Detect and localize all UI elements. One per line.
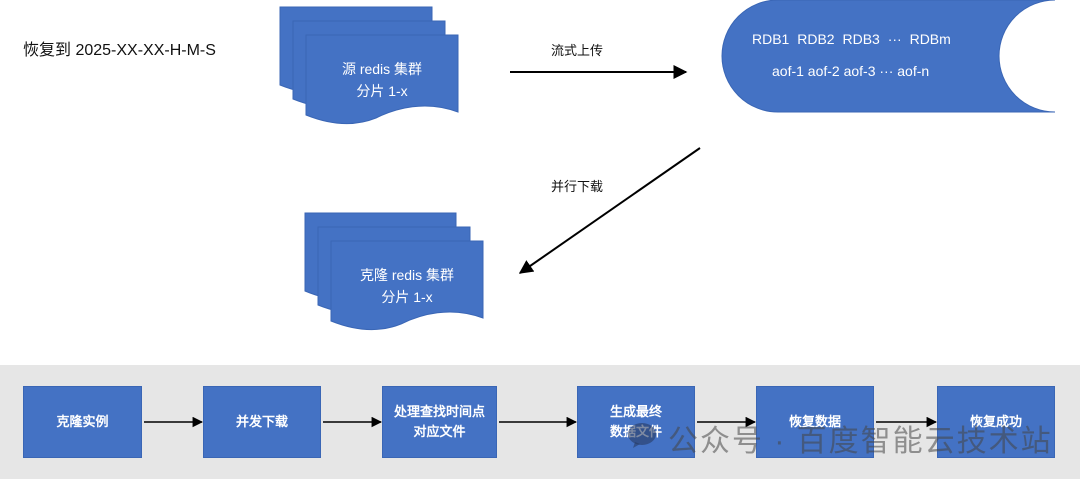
step-2-label: 并发下载 xyxy=(235,414,288,429)
step-6-label: 恢复成功 xyxy=(969,414,1022,429)
source-cluster-stack xyxy=(279,6,459,124)
step-restore-data: 恢复数据 xyxy=(756,386,874,458)
source-cluster-label: 源 redis 集群 分片 1-x xyxy=(306,58,458,102)
upload-edge-label: 流式上传 xyxy=(551,43,604,58)
step-5-label: 恢复数据 xyxy=(788,414,841,429)
step-4-label-line1: 生成最终 xyxy=(609,404,662,419)
backup-storage-shape xyxy=(721,0,1056,113)
download-edge-label: 并行下载 xyxy=(551,179,604,194)
step-1-label: 克隆实例 xyxy=(56,414,109,429)
clone-cluster-label: 克隆 redis 集群 分片 1-x xyxy=(331,264,483,308)
source-cluster-line1: 源 redis 集群 xyxy=(341,61,423,77)
clone-cluster-line1: 克隆 redis 集群 xyxy=(359,267,455,283)
storage-rdb-row: RDB1 RDB2 RDB3 ··· RDBm xyxy=(752,31,951,47)
clone-cluster-stack xyxy=(304,212,484,330)
step-restore-success: 恢复成功 xyxy=(937,386,1055,458)
step-parallel-download: 并发下载 xyxy=(203,386,321,458)
source-doc-shape-front xyxy=(305,34,459,124)
clone-cluster-line2: 分片 1-x xyxy=(381,289,433,305)
wechat-icon xyxy=(628,423,656,448)
restore-target-label: 恢复到 2025-XX-XX-H-M-S xyxy=(23,42,216,59)
source-cluster-line2: 分片 1-x xyxy=(356,83,408,99)
watermark-text: 公众号 · 百度智能云技术站 xyxy=(668,425,1053,458)
storage-aof-row: aof-1 aof-2 aof-3 ··· aof-n xyxy=(772,63,930,79)
download-arrow xyxy=(518,147,701,274)
step-3-label-line2: 对应文件 xyxy=(413,424,466,439)
step-3-label-line1: 处理查找时间点 xyxy=(393,404,485,419)
step-find-timepoint-files: 处理查找时间点 对应文件 xyxy=(382,386,497,458)
clone-doc-shape-front xyxy=(330,240,484,330)
pipeline-arrows xyxy=(144,416,938,428)
step-clone-instance: 克隆实例 xyxy=(23,386,142,458)
